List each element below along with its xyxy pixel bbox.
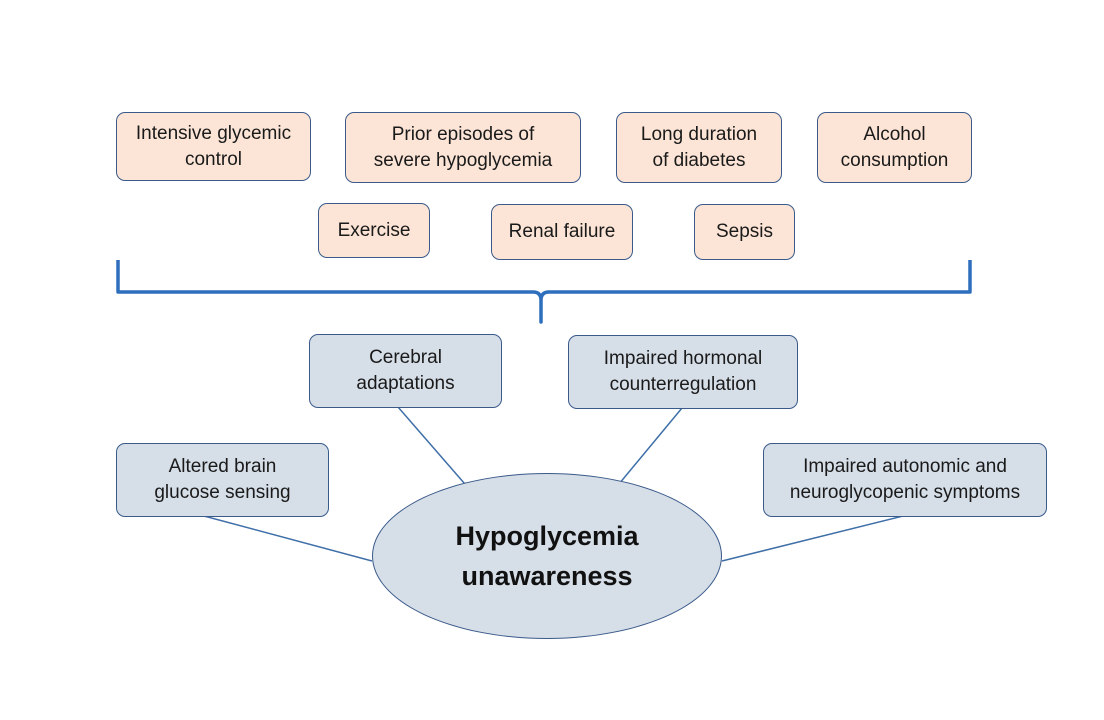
risk-box-sepsis: Sepsis (694, 204, 795, 260)
outcome-title-line: unawareness (461, 561, 633, 591)
box-text-line: Exercise (337, 219, 411, 241)
risk-box-prior-episodes: Prior episodes of severe hypoglycemia (345, 112, 581, 183)
mechanism-box-hormonal-counterregulation: Impaired hormonal counterregulation (568, 335, 798, 409)
mechanism-box-autonomic-symptoms: Impaired autonomic and neuroglycopenic s… (763, 443, 1047, 517)
box-text-line: of diabetes (652, 149, 746, 171)
box-text-line: Impaired autonomic and (803, 456, 1007, 477)
connector-hormonal (613, 407, 683, 491)
outcome-title-line: Hypoglycemia (455, 521, 639, 551)
risk-box-long-duration: Long duration of diabetes (616, 112, 782, 183)
box-text-line: Impaired hormonal (603, 348, 763, 369)
box-text-line: adaptations (356, 373, 455, 394)
risk-box-alcohol: Alcohol consumption (817, 112, 972, 183)
box-text-line: Prior episodes of (391, 123, 535, 145)
mechanism-box-glucose-sensing: Altered brain glucose sensing (116, 443, 329, 517)
box-text-line: Alcohol (863, 123, 926, 145)
box-text-line: neuroglycopenic symptoms (789, 482, 1021, 503)
risk-box-exercise: Exercise (318, 203, 430, 258)
box-text-line: Intensive glycemic (135, 122, 292, 144)
grouping-brace (116, 260, 972, 324)
connector-autonomic (721, 515, 904, 562)
box-text-line: counterregulation (609, 374, 757, 395)
box-text-line: consumption (840, 149, 949, 171)
box-text-line: Cerebral (369, 347, 442, 368)
outcome-ellipse: Hypoglycemia unawareness (372, 473, 722, 639)
risk-box-intensive-glycemic-control: Intensive glycemic control (116, 112, 311, 181)
box-text-line: Long duration (640, 123, 758, 145)
box-text-line: control (184, 148, 243, 170)
connector-glucose-sensing (203, 515, 373, 562)
box-text-line: Renal failure (508, 221, 616, 242)
risk-box-renal-failure: Renal failure (491, 204, 633, 260)
mechanism-box-cerebral-adaptations: Cerebral adaptations (309, 334, 502, 408)
box-text-line: severe hypoglycemia (373, 149, 553, 171)
connector-cerebral (397, 406, 472, 492)
box-text-line: Sepsis (715, 221, 774, 242)
box-text-line: glucose sensing (154, 482, 291, 503)
box-text-line: Altered brain (168, 456, 277, 477)
